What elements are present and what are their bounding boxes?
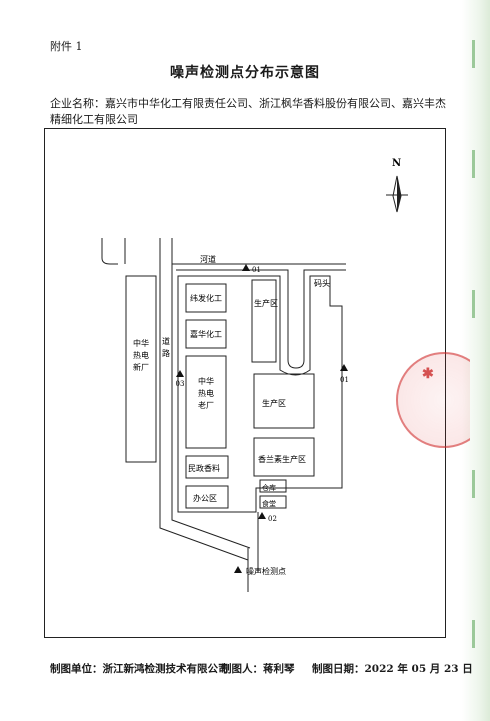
monitor-point-icon — [340, 364, 348, 371]
label-zhonghua-old: 中华热电老厂 — [198, 376, 214, 410]
label-weifa: 纬发化工 — [190, 293, 222, 303]
building-zhonghua-new — [125, 275, 157, 463]
building-zhonghua-old — [185, 355, 227, 449]
river-label: 河道 — [200, 254, 216, 264]
building-production-mid — [253, 373, 315, 429]
company-line: 企业名称：嘉兴市中华化工有限责任公司、浙江枫华香料股份有限公司、嘉兴丰杰精细化工… — [50, 96, 450, 128]
building-warehouse — [259, 479, 287, 493]
edge-mark — [472, 150, 475, 178]
building-weifa — [185, 283, 227, 313]
monitor-point-icon — [242, 264, 250, 271]
page-title: 噪声检测点分布示意图 — [170, 65, 320, 81]
label-production-top: 生产区 — [254, 298, 278, 308]
seal-mark: ✱ — [422, 366, 434, 382]
footer-date: 制图日期：2022 年 05 月 23 日 — [312, 663, 473, 675]
point-label: 01 — [252, 266, 261, 274]
company-seal: ✱ — [396, 352, 470, 448]
north-label: N — [392, 158, 401, 169]
north-arrow-icon — [386, 175, 408, 213]
footer-person: 制图人：蒋利琴 — [221, 663, 295, 675]
building-minzheng — [185, 455, 229, 479]
building-canteen — [259, 495, 287, 509]
label-xianglansu: 香兰素生产区 — [258, 454, 306, 464]
label-jiahua: 嘉华化工 — [190, 329, 222, 339]
company-prefix: 企业名称： — [50, 97, 105, 110]
legend-label: 噪声检测点 — [246, 566, 286, 576]
edge-mark — [472, 470, 475, 498]
building-jiahua — [185, 319, 227, 349]
label-office: 办公区 — [193, 493, 217, 503]
road-label: 道路 — [162, 336, 170, 358]
edge-mark — [472, 40, 475, 68]
building-production-top — [251, 279, 277, 363]
label-canteen: 食堂 — [262, 499, 276, 508]
edge-mark — [472, 620, 475, 648]
label-minzheng: 民政香料 — [188, 463, 220, 473]
point-label: 01 — [340, 376, 349, 384]
point-label: 03 — [176, 380, 185, 388]
label-zhonghua-new: 中华热电新厂 — [133, 338, 149, 372]
monitor-point-icon — [176, 370, 184, 377]
monitor-point-icon — [258, 512, 266, 519]
dock-label: 码头 — [314, 278, 330, 288]
building-office — [185, 485, 229, 509]
footer-maker: 制图单位：浙江新鸿检测技术有限公司 — [50, 663, 229, 675]
label-production-mid: 生产区 — [262, 398, 286, 408]
label-warehouse: 仓库 — [262, 483, 276, 492]
edge-mark — [472, 290, 475, 318]
attachment-label: 附件 1 — [50, 40, 83, 53]
building-xianglansu — [253, 437, 315, 477]
legend-point-icon — [234, 566, 242, 573]
point-label: 02 — [268, 515, 277, 523]
company-names: 嘉兴市中华化工有限责任公司、浙江枫华香料股份有限公司、嘉兴丰杰精细化工有限公司 — [50, 97, 446, 126]
